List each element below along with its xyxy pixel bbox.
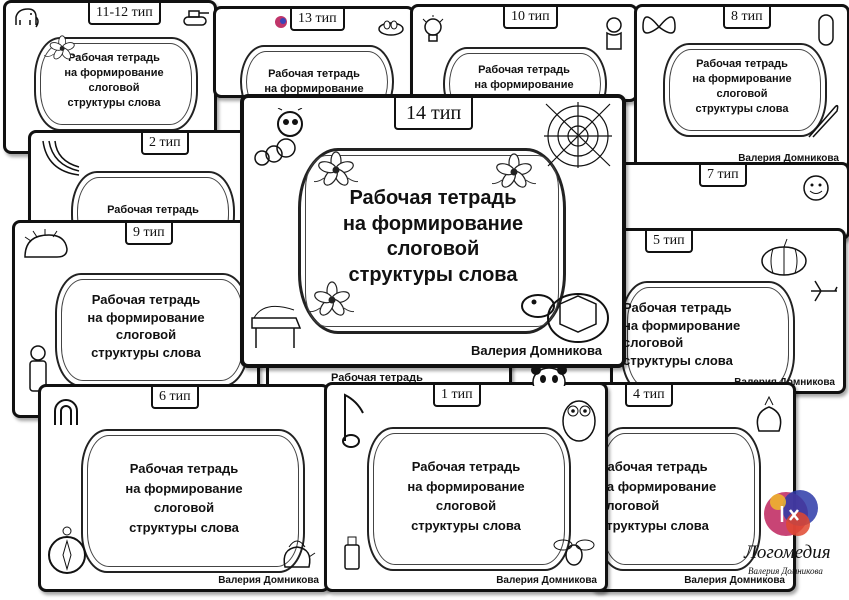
- music-note-icon: [342, 393, 364, 448]
- author-name: Валерия Домникова: [218, 575, 319, 586]
- fly-icon: [553, 539, 595, 566]
- ornamental-frame: [71, 171, 235, 233]
- author-name: Валерия Домникова: [470, 343, 602, 358]
- workbook-title: Рабочая тетрадь на формирование слоговой…: [623, 300, 741, 368]
- workbook-title: Рабочая тетрадь на формирование: [474, 64, 574, 91]
- magnet-icon: [54, 399, 78, 425]
- elephant-icon: [15, 8, 39, 28]
- workbook-card-type-5[interactable]: 5 тип Рабочая тетрадь на формирование сл…: [610, 228, 846, 394]
- logo-subtitle: Валерия Домникова: [748, 566, 823, 576]
- workbook-title: Рабочая тетрадь на формирование слоговой…: [125, 461, 243, 535]
- workbook-title: Рабочая тетрадь на формирование слоговой…: [64, 52, 164, 109]
- lightbulb-icon: [422, 15, 444, 42]
- nest-icon: [378, 20, 404, 36]
- turtle-icon: [521, 293, 609, 343]
- type-label: 4 тип: [625, 385, 673, 407]
- type-label: 9 тип: [125, 223, 173, 245]
- workbook-card-type-13[interactable]: 13 тип Рабочая тетрадь на формирование: [213, 6, 415, 98]
- type-label: 14 тип: [394, 98, 474, 130]
- spider-web-icon: [544, 102, 612, 168]
- type-label: 11-12 тип: [88, 3, 161, 25]
- type-label: 2 тип: [141, 133, 189, 155]
- type-label: 1 тип: [433, 385, 481, 407]
- character-icon: [606, 17, 622, 50]
- owl-icon: [562, 400, 596, 442]
- type-label: 6 тип: [151, 387, 199, 409]
- smiley-ball-icon: [803, 175, 829, 201]
- workbook-title: Рабочая тетрадь: [107, 204, 199, 216]
- author-name: Валерия Домникова: [496, 575, 597, 586]
- kettle-icon: [283, 540, 316, 568]
- workbook-title: Рабочая тетрадь на формирование слоговой…: [407, 459, 525, 533]
- safety-pin-icon: [808, 104, 839, 138]
- ornamental-frame: [298, 148, 566, 334]
- bottle-icon: [344, 536, 360, 570]
- flower-ornament: [492, 153, 536, 191]
- ornamental-frame: [81, 429, 305, 573]
- logo-name: Логомедия: [744, 542, 831, 563]
- workbook-card-type-4[interactable]: 4 тип Рабочая тетрадь на формирование сл…: [590, 382, 796, 592]
- publisher-logo: Логомедия Валерия Домникова: [744, 484, 844, 596]
- hedgehog-icon: [24, 229, 68, 258]
- ornamental-frame: [367, 427, 571, 571]
- banana-icon: [42, 140, 80, 176]
- workbook-card-type-14[interactable]: 14 тип Рабочая тетрадь на формирование с…: [240, 94, 626, 368]
- flower-ornament: [314, 151, 358, 189]
- airplane-icon: [811, 280, 838, 302]
- piano-icon: [251, 305, 302, 348]
- workbook-card-type-11-12[interactable]: 11-12 тип Рабочая тетрадь на формировани…: [3, 0, 217, 154]
- bag-icon: [756, 395, 782, 432]
- workbook-title: Рабочая тетрадь на формирование слоговой…: [692, 58, 792, 115]
- workbook-card-type-1[interactable]: 1 тип Рабочая тетрадь на формирование сл…: [324, 382, 608, 592]
- workbook-card-type-6[interactable]: 6 тип Рабочая тетрадь на формирование сл…: [38, 384, 330, 592]
- workbook-card-type-10[interactable]: 10 тип Рабочая тетрадь на формирование: [410, 4, 638, 102]
- author-name: Валерия Домникова: [738, 153, 839, 164]
- ornamental-frame: [443, 47, 607, 99]
- caterpillar-icon: [254, 108, 303, 166]
- flower-ornament: [44, 35, 81, 62]
- workbook-title: Рабочая тетрадь на формирование: [264, 68, 364, 95]
- workbook-title: Рабочая тетрадь на формирование слоговой…: [599, 459, 717, 533]
- type-label: 7 тип: [699, 165, 747, 187]
- ornamental-frame: [663, 43, 827, 137]
- compass-icon: [48, 526, 86, 574]
- workbook-card-type-2[interactable]: 2 тип Рабочая тетрадь: [28, 130, 248, 236]
- type-label: 10 тип: [503, 7, 558, 29]
- workbook-card-type-8[interactable]: 8 тип Рабочая тетрадь на формирование сл…: [634, 4, 849, 170]
- type-label: 5 тип: [645, 231, 693, 253]
- logo-circles-icon: [764, 490, 818, 536]
- tank-icon: [183, 10, 209, 26]
- workbook-title: Рабочая тетрадь на формирование слоговой…: [342, 187, 524, 286]
- publisher-mini-logo: [275, 16, 287, 28]
- flower-ornament: [310, 281, 354, 319]
- workbook-title: Рабочая тетрадь: [331, 372, 423, 384]
- pumpkin-icon: [761, 238, 807, 276]
- type-label: 8 тип: [723, 7, 771, 29]
- workbook-title: Рабочая тетрадь на формирование слоговой…: [87, 292, 205, 360]
- author-name: Валерия Домникова: [684, 575, 785, 586]
- sausage-icon: [818, 14, 834, 46]
- butterfly-icon: [642, 16, 676, 34]
- type-label: 13 тип: [290, 9, 345, 31]
- panda-icon: [531, 365, 567, 386]
